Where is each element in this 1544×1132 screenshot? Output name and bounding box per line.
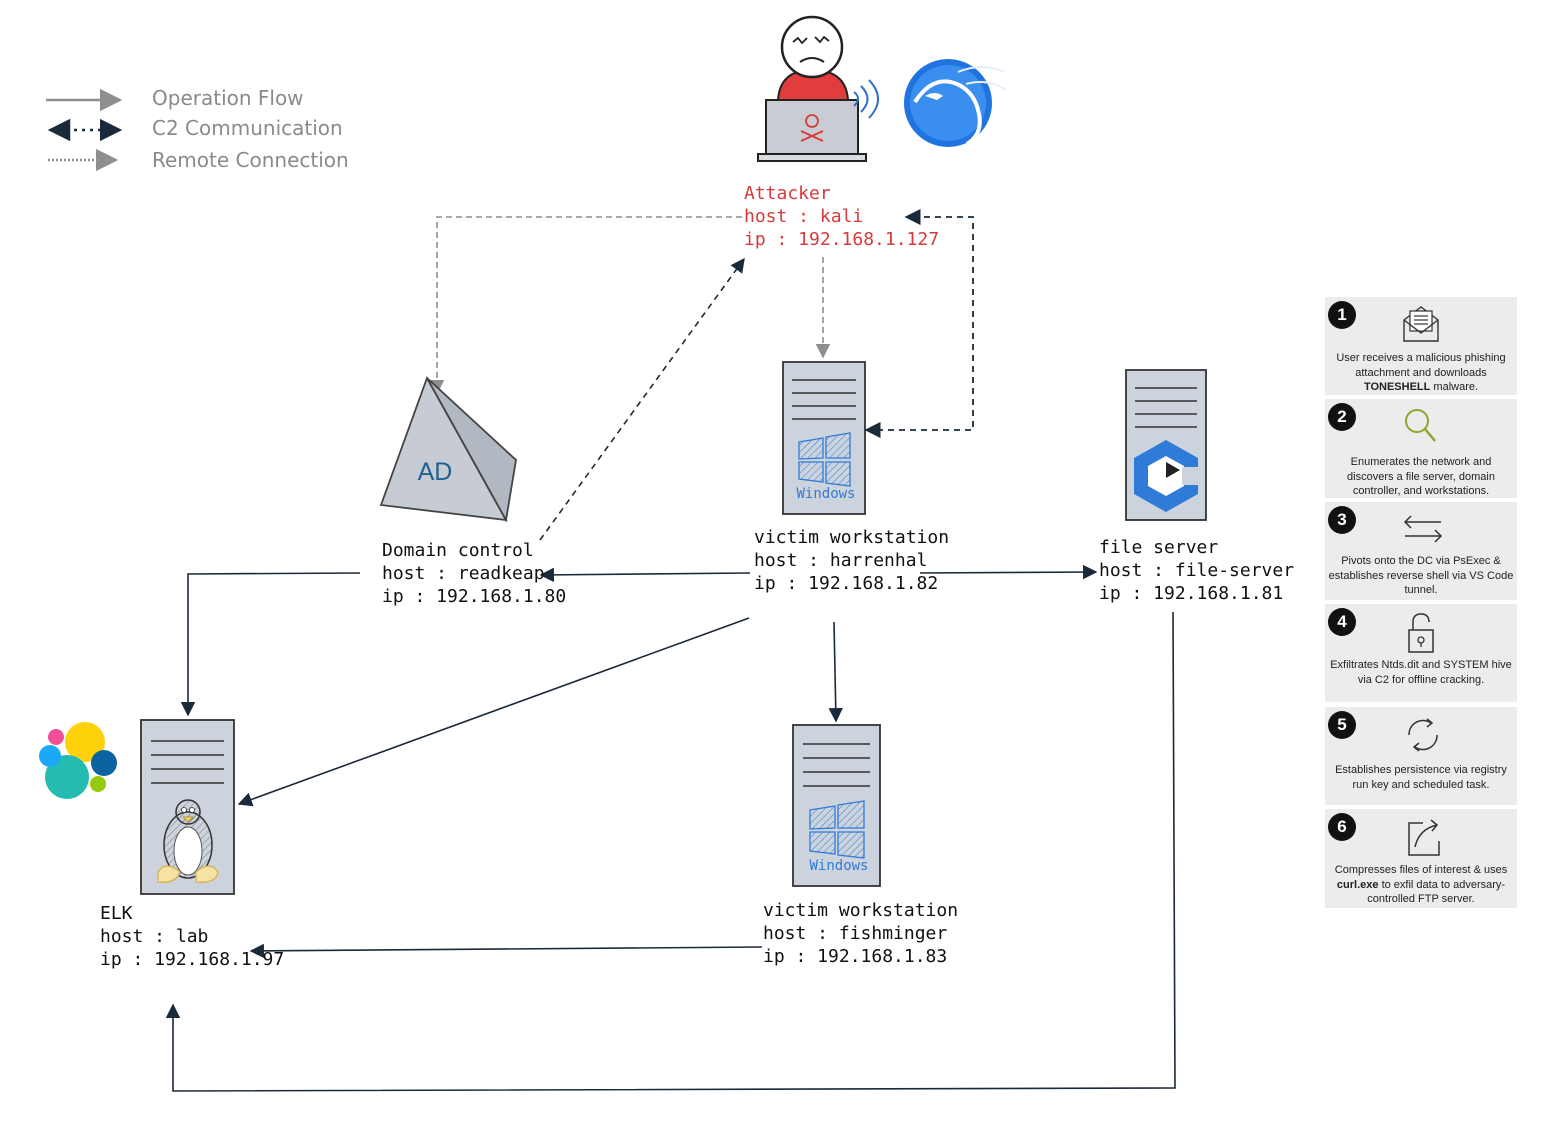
attacker-ip: ip : 192.168.1.127 — [744, 229, 940, 250]
attacker-label: Attacker host : kali ip : 192.168.1.127 — [744, 182, 939, 251]
harrenhal-host: host : harrenhal — [754, 550, 928, 571]
linux-tux-icon — [157, 799, 219, 883]
elk-role: ELK — [100, 903, 133, 924]
fileserver-ip: ip : 192.168.1.81 — [1099, 583, 1284, 604]
step-text: User receives a malicious phishing attac… — [1336, 352, 1506, 393]
step-number: 5 — [1328, 711, 1356, 739]
step-text: Pivots onto the DC via PsExec & establis… — [1328, 555, 1514, 596]
harrenhal-role: victim workstation — [754, 527, 950, 548]
envelope-icon — [1403, 306, 1439, 342]
edge-harrenhal-to-dc — [539, 567, 751, 583]
edge-dc-c2-to-attacker — [539, 257, 745, 541]
step-text: Exfiltrates Ntds.dit and SYSTEM hive via… — [1330, 659, 1512, 686]
step-card-2: 2 Enumerates the network and discovers a… — [1325, 399, 1517, 498]
edge-harrenhal-to-fishminger — [828, 621, 843, 723]
windows-logo-icon — [809, 800, 865, 859]
ad-pyramid-icon — [379, 375, 517, 523]
fishminger-role: victim workstation — [763, 900, 959, 921]
magnifier-icon — [1405, 409, 1436, 442]
ad-badge-text: AD — [418, 458, 453, 486]
step-number: 2 — [1328, 403, 1356, 431]
fishminger-server-icon — [792, 724, 881, 887]
elk-host: host : lab — [100, 926, 209, 947]
edge-fileserver-to-elk — [165, 611, 1176, 1092]
harrenhal-server-icon — [782, 361, 866, 515]
harrenhal-windows-text: Windows — [796, 486, 855, 502]
dc-role: Domain control — [382, 540, 534, 561]
legend-remote-label: Remote Connection — [152, 148, 349, 172]
step-card-3: 3 Pivots onto the DC via PsExec & establ… — [1325, 502, 1517, 600]
windows-logo-icon — [798, 432, 851, 487]
edge-harrenhal-to-elk — [237, 617, 750, 807]
fileserver-host: host : file-server — [1099, 560, 1295, 581]
fishminger-host: host : fishminger — [763, 923, 948, 944]
legend-c2-label: C2 Communication — [152, 116, 343, 140]
fishminger-windows-text: Windows — [809, 858, 868, 874]
harrenhal-ip: ip : 192.168.1.82 — [754, 573, 939, 594]
attacker-host: host : kali — [744, 206, 864, 227]
elk-ip: ip : 192.168.1.97 — [100, 949, 285, 970]
edge-harrenhal-to-fileserver — [919, 564, 1098, 580]
step-card-4: 4 Exfiltrates Ntds.dit and SYSTEM hive v… — [1325, 604, 1517, 702]
fileserver-role: file server — [1099, 537, 1219, 558]
dc-ip: ip : 192.168.1.80 — [382, 586, 567, 607]
dc-host: host : readkeap — [382, 563, 545, 584]
step-number: 4 — [1328, 608, 1356, 636]
file-server-logo-icon — [1134, 440, 1200, 512]
wifi-signal-icon — [853, 79, 879, 119]
angry-hacker-icon — [757, 15, 867, 162]
attacker-role: Attacker — [744, 183, 831, 204]
skull-crossbones-icon — [800, 114, 824, 142]
fileserver-label: file server host : file-server ip : 192.… — [1099, 536, 1294, 605]
kali-dragon-icon — [904, 59, 1007, 147]
step-number: 1 — [1328, 301, 1356, 329]
step-text: Establishes persistence via registry run… — [1335, 764, 1507, 791]
fishminger-label: victim workstation host : fishminger ip … — [763, 899, 958, 968]
step-text: Enumerates the network and discovers a f… — [1347, 456, 1495, 497]
fileserver-icon — [1125, 369, 1207, 521]
step-number: 3 — [1328, 506, 1356, 534]
elastic-logo-icon — [39, 722, 117, 799]
refresh-cycle-icon — [1408, 718, 1438, 752]
edge-dc-to-elk — [180, 572, 361, 717]
harrenhal-label: victim workstation host : harrenhal ip :… — [754, 526, 949, 595]
step-card-6: 6 Compresses files of interest & uses cu… — [1325, 809, 1517, 908]
step-text: Compresses files of interest & uses curl… — [1334, 864, 1508, 905]
elk-label: ELK host : lab ip : 192.168.1.97 — [100, 902, 284, 971]
dc-label: Domain control host : readkeap ip : 192.… — [382, 539, 566, 608]
edge-harrenhal-c2-attacker — [864, 208, 974, 439]
edge-fishminger-to-elk — [249, 943, 763, 959]
step-number: 6 — [1328, 813, 1356, 841]
step-card-5: 5 Establishes persistence via registry r… — [1325, 707, 1517, 805]
edge-attacker-to-dc — [429, 216, 742, 395]
fishminger-ip: ip : 192.168.1.83 — [763, 946, 948, 967]
swap-arrows-icon — [1403, 515, 1443, 543]
elk-server-icon — [140, 719, 235, 895]
unlocked-padlock-icon — [1408, 613, 1434, 653]
step-card-1: 1 User receives a malicious phishing att… — [1325, 297, 1517, 395]
legend-operation-flow-label: Operation Flow — [152, 86, 304, 110]
share-export-icon — [1408, 819, 1440, 856]
